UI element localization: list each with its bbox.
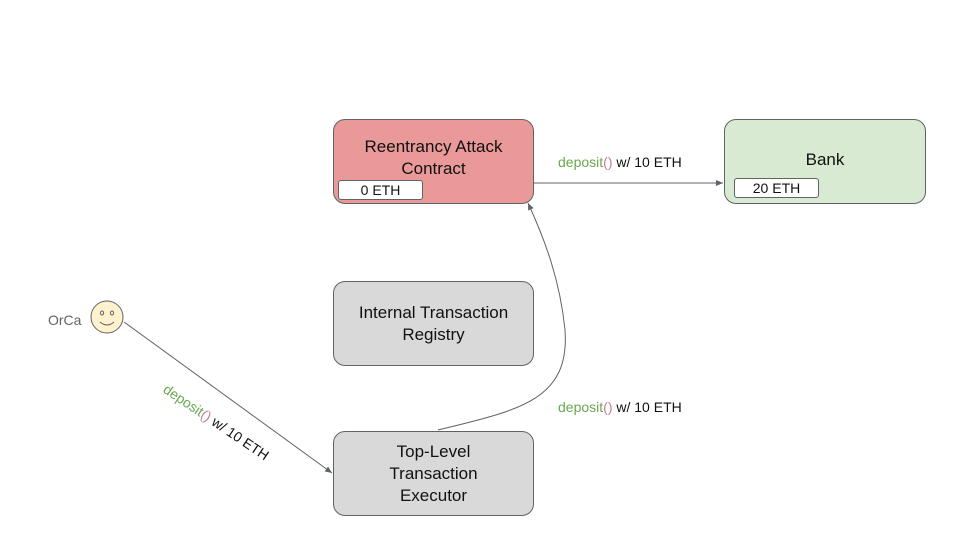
bank-balance: 20 ETH bbox=[734, 178, 819, 198]
executor-label: Top-Level Transaction Executor bbox=[389, 441, 478, 505]
orca-actor-label: OrCa bbox=[48, 312, 82, 328]
internal-transaction-registry-node: Internal Transaction Registry bbox=[333, 281, 534, 366]
edge-label-attack-to-bank: deposit() w/ 10 ETH bbox=[558, 153, 682, 171]
registry-label: Internal Transaction Registry bbox=[358, 302, 509, 344]
edge-label-rest: w/ 10 ETH bbox=[612, 154, 682, 170]
edge-label-executor-to-attack: deposit() w/ 10 ETH bbox=[558, 398, 682, 416]
edge-executor-to-attack bbox=[437, 202, 566, 431]
edge-label-rest: w/ 10 ETH bbox=[612, 399, 682, 415]
edge-label-parens: () bbox=[603, 399, 613, 415]
edge-label-fn: deposit bbox=[558, 399, 604, 415]
attack-contract-label: Reentrancy Attack Contract bbox=[364, 136, 503, 178]
bank-label: Bank bbox=[805, 149, 845, 169]
edge-label-fn: deposit bbox=[558, 154, 604, 170]
smiley-face-icon bbox=[90, 300, 124, 334]
top-level-transaction-executor-node: Top-Level Transaction Executor bbox=[333, 431, 534, 516]
attack-contract-balance: 0 ETH bbox=[338, 180, 423, 200]
edge-orca-to-executor bbox=[123, 321, 333, 474]
edge-label-parens: () bbox=[603, 154, 613, 170]
